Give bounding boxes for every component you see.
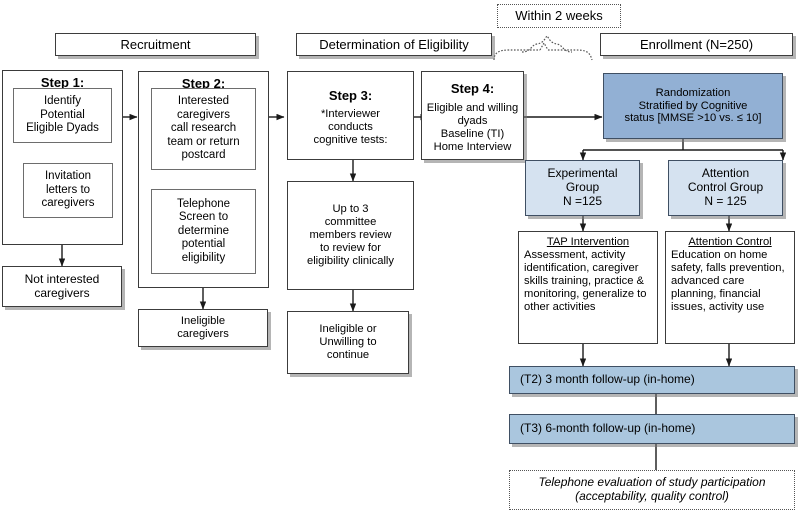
tap-intervention-body: Assessment, activity identification, car… <box>524 248 647 313</box>
t2-followup-label: (T2) 3 month follow-up (in-home) <box>520 372 695 387</box>
within-two-weeks-label: Within 2 weeks <box>515 8 603 24</box>
header-recruitment: Recruitment <box>55 33 256 56</box>
step-2-interested-caregivers-box: Interested caregivers call research team… <box>151 88 256 170</box>
attention-control-box: Attention Control Education on home safe… <box>665 231 795 344</box>
experimental-group-box: Experimental Group N =125 <box>525 160 640 216</box>
ineligible-caregivers-box: Ineligible caregivers <box>138 309 268 347</box>
ineligible-or-unwilling-box: Ineligible or Unwilling to continue <box>287 311 409 374</box>
header-recruitment-label: Recruitment <box>120 36 191 52</box>
t3-followup-bar: (T3) 6-month follow-up (in-home) <box>509 414 795 444</box>
step-2-telephone-screen-box: Telephone Screen to determine potential … <box>151 189 256 274</box>
telephone-evaluation-line2: (acceptability, quality control) <box>575 489 729 503</box>
within-two-weeks-note: Within 2 weeks <box>497 4 621 28</box>
committee-review-box: Up to 3 committee members review to revi… <box>287 181 414 290</box>
step-4-body: Eligible and willing dyads Baseline (TI)… <box>426 102 519 154</box>
step-1-title: Step 1: <box>40 75 85 90</box>
t2-followup-bar: (T2) 3 month follow-up (in-home) <box>509 366 795 394</box>
not-interested-caregivers-box: Not interested caregivers <box>2 266 122 307</box>
step-1-identify-box: Identify Potential Eligible Dyads <box>13 88 112 143</box>
step-4-box: Step 4: Eligible and willing dyads Basel… <box>421 71 524 160</box>
step-3-body: *Interviewer conducts cognitive tests: <box>313 108 388 147</box>
header-enrollment: Enrollment (N=250) <box>600 33 793 56</box>
tap-intervention-heading: TAP Intervention <box>546 236 630 248</box>
telephone-evaluation-box: Telephone evaluation of study participat… <box>509 470 795 510</box>
step-1-invitation-box: Invitation letters to caregivers <box>23 163 113 218</box>
telephone-evaluation-line1: Telephone evaluation of study participat… <box>538 475 766 490</box>
attention-control-body: Education on home safety, falls preventi… <box>671 248 785 313</box>
step-3-box: Step 3: *Interviewer conducts cognitive … <box>287 71 414 160</box>
header-determination-label: Determination of Eligibility <box>319 36 469 52</box>
step-2-title: Step 2: <box>181 76 226 91</box>
attention-control-group-box: Attention Control Group N = 125 <box>668 160 783 216</box>
randomization-box: Randomization Stratified by Cognitive st… <box>603 73 783 139</box>
attention-control-heading: Attention Control <box>688 236 772 248</box>
step-3-title: Step 3: <box>328 87 373 103</box>
header-enrollment-label: Enrollment (N=250) <box>639 36 754 52</box>
header-determination-of-eligibility: Determination of Eligibility <box>296 33 492 56</box>
tap-intervention-box: TAP Intervention Assessment, activity id… <box>518 231 658 344</box>
t3-followup-label: (T3) 6-month follow-up (in-home) <box>520 421 696 436</box>
step-4-title: Step 4: <box>450 80 495 96</box>
